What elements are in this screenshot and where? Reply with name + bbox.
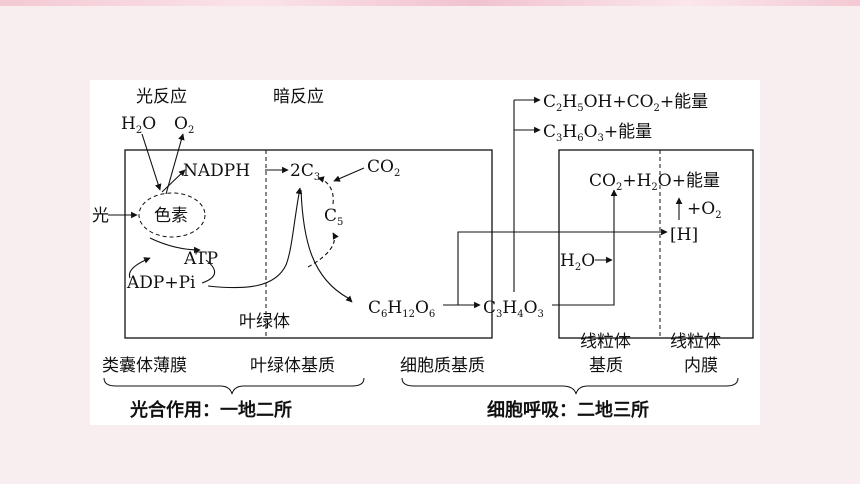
light-reaction-label: 光反应: [136, 87, 187, 107]
pigment-ellipse: [138, 192, 206, 238]
ethanol-label: C2H5OH+CO2+能量: [543, 92, 708, 114]
nadph-label: NADPH: [183, 161, 250, 181]
glucose-label: C6H12O6: [368, 298, 435, 320]
c5-label: C5: [324, 206, 343, 228]
photosynthesis-brace: [103, 377, 365, 395]
respiration-summary: 细胞呼吸：二地三所: [487, 399, 649, 421]
atp-label: ATP: [183, 249, 218, 269]
photosynthesis-summary: 光合作用：一地二所: [129, 399, 292, 421]
respiration-brace: [401, 377, 739, 395]
dark-reaction-label: 暗反应: [273, 87, 324, 107]
plus-o2-label: +O2: [687, 199, 722, 221]
mitochondria-box: [558, 149, 754, 339]
mito-matrix-label-2: 基质: [589, 356, 623, 376]
mito-membrane-label-1: 线粒体: [670, 332, 721, 352]
mito-membrane-label-2: 内膜: [684, 356, 718, 376]
thylakoid-label: 类囊体薄膜: [102, 356, 187, 376]
mito-products-label: CO2+H2O+能量: [589, 171, 720, 193]
metabolism-diagram: 光反应 暗反应 H2O O2 NADPH 2C3 CO2 C5 光 色素 ATP…: [92, 87, 754, 421]
top-decorative-band: [0, 0, 860, 6]
o2-label: O2: [174, 114, 194, 136]
light-label: 光: [92, 206, 109, 226]
photosynthesis-arrows: [108, 133, 365, 303]
mito-matrix-label-1: 线粒体: [580, 332, 631, 352]
h2o-label: H2O: [121, 114, 156, 136]
chloroplast-box: [124, 149, 493, 339]
adp-pi-label: ADP+Pi: [126, 273, 196, 293]
stroma-label: 叶绿体基质: [250, 356, 335, 376]
respiration-arrows: [443, 96, 683, 309]
h-label: [H]: [670, 225, 698, 245]
chloroplast-label: 叶绿体: [239, 312, 290, 332]
c3-label: 2C3: [290, 161, 320, 183]
lactate-label: C3H6O3+能量: [543, 122, 652, 144]
cytoplasm-label: 细胞质基质: [400, 356, 485, 376]
co2-label: CO2: [367, 157, 400, 179]
h2o-in-label: H2O: [560, 251, 595, 273]
pigment-label: 色素: [154, 206, 188, 226]
pyruvate-label: C3H4O3: [483, 298, 544, 320]
diagram-card: 光反应 暗反应 H2O O2 NADPH 2C3 CO2 C5 光 色素 ATP…: [90, 80, 760, 425]
